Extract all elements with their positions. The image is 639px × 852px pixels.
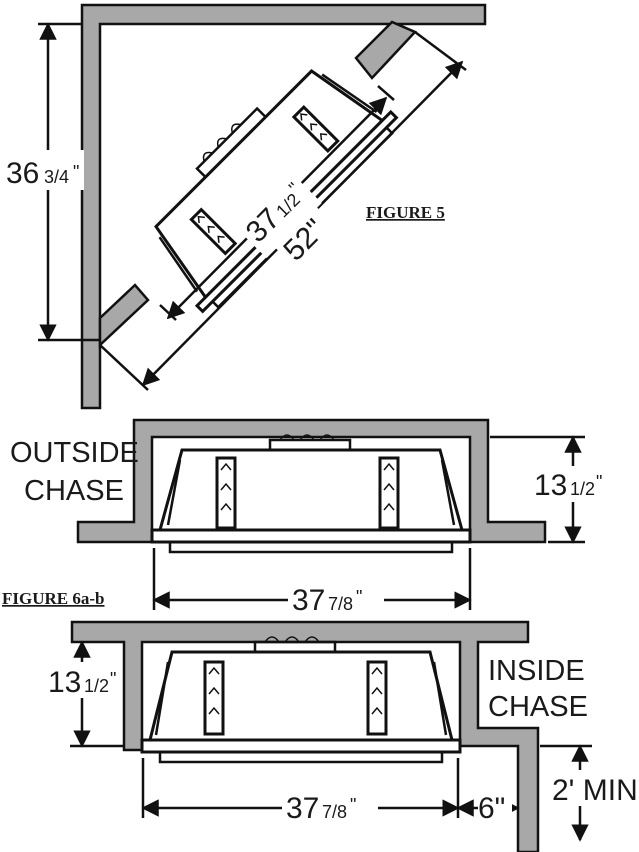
- inside-wing-left: [154, 661, 170, 736]
- dim-diag-bg: [274, 205, 339, 270]
- figure-6b-inside-chase: INSIDE CHASE 13 1/2 " 37 7/8 " 6" 2' MIN…: [44, 620, 639, 852]
- inside-wing-right: [432, 661, 448, 736]
- outside-dim-width-unit: ": [356, 587, 362, 607]
- outside-firebox-body: [158, 448, 464, 532]
- outside-dim-depth-bg: [530, 466, 606, 502]
- inside-dim-gap-bg: [478, 790, 512, 822]
- outside-dim-width-frac: 7/8: [328, 594, 353, 614]
- dim-height-whole: 36: [6, 157, 39, 190]
- dim-diag-ext-a: [99, 344, 149, 391]
- inside-dim-width-frac: 7/8: [322, 802, 347, 822]
- outside-vent-loops: [279, 434, 335, 441]
- inside-front-trim: [158, 750, 444, 764]
- figure-5-label: FIGURE 5: [366, 203, 445, 222]
- inside-chase-label-1: INSIDE: [488, 655, 585, 687]
- inside-vent-top: [253, 640, 337, 652]
- outside-wing-right: [440, 459, 456, 526]
- inside-dim-width-whole: 37: [286, 792, 319, 825]
- dim-diag-ext-b: [414, 30, 467, 72]
- outside-dim-depth-unit: ": [596, 472, 602, 492]
- inside-dim-width-unit: ": [350, 795, 356, 815]
- dim-height-bg: [4, 150, 84, 190]
- fireplace-unit-angled: [154, 69, 399, 314]
- inside-grate-left: [203, 660, 225, 736]
- inside-vent-loops: [264, 636, 320, 643]
- outside-front-trim: [168, 540, 454, 554]
- outside-dim-depth-whole: 13: [534, 469, 567, 502]
- figure-5: 36 3/4 " 37 1/2 " 52" FIGURE 5: [4, 3, 487, 410]
- outside-vent-top: [268, 438, 352, 450]
- inside-dim-gap: 6": [478, 792, 505, 825]
- outside-dim-width-bg: [288, 580, 384, 616]
- inside-firebox-body: [148, 650, 454, 742]
- outside-grate-right: [378, 456, 400, 530]
- outside-grate-left: [215, 456, 237, 530]
- corner-wall: [80, 3, 487, 410]
- dim-front-bg: [235, 171, 322, 259]
- inside-dim-min: 2' MIN.: [552, 774, 639, 807]
- dim-front-ext-b: [377, 85, 395, 101]
- inside-chase-wall: [70, 620, 540, 852]
- figure-6a-outside-chase: OUTSIDE CHASE 13 1/2 " 37 7/8 ": [10, 418, 606, 617]
- inside-dim-width-bg: [282, 788, 378, 824]
- outside-dim-width-whole: 37: [292, 584, 325, 617]
- inside-chase-label-2: CHASE: [488, 691, 588, 723]
- figure-6-label: FIGURE 6a-b: [2, 589, 104, 608]
- outside-dim-depth-frac: 1/2: [570, 479, 595, 499]
- dim-height-frac: 3/4: [44, 167, 69, 187]
- outside-front-frame: [150, 528, 472, 544]
- inside-grate-right: [366, 660, 388, 736]
- chase-wall-upper: [354, 20, 418, 80]
- inside-front-frame: [140, 738, 462, 754]
- inside-dim-depth-bg: [44, 662, 120, 698]
- inside-dim-depth-whole: 13: [48, 666, 81, 699]
- inside-dim-min-bg: [552, 770, 638, 806]
- inside-dim-depth-frac: 1/2: [84, 676, 109, 696]
- outside-chase-label-1: OUTSIDE: [10, 437, 139, 469]
- inside-dim-depth-unit: ": [110, 669, 116, 689]
- chase-wall-lower: [98, 283, 150, 348]
- outside-chase-label-2: CHASE: [24, 475, 124, 507]
- outside-wing-left: [166, 459, 182, 526]
- dim-height-unit: ": [73, 162, 79, 182]
